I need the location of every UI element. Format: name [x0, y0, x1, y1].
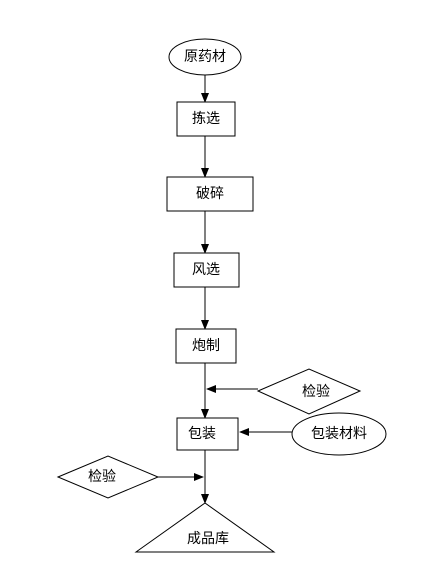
node-inspect-2: 检验 — [56, 455, 160, 499]
node-process: 炮制 — [175, 328, 237, 364]
node-warehouse: 成品库 — [134, 502, 276, 553]
node-winnow-box — [173, 252, 240, 288]
node-warehouse-triangle — [134, 502, 276, 553]
node-winnow: 风选 — [173, 252, 240, 288]
node-inspect-1-label: 检验 — [302, 384, 330, 400]
node-process-label: 炮制 — [192, 338, 220, 354]
node-package-box — [176, 417, 239, 451]
node-inspect-2-label: 检验 — [88, 469, 116, 485]
node-pick-box — [176, 101, 236, 137]
node-package-label: 包装 — [188, 426, 216, 442]
node-crush-box — [166, 176, 254, 212]
node-pick: 拣选 — [176, 101, 236, 137]
node-warehouse-label: 成品库 — [187, 531, 229, 547]
node-packaging-material-ellipse — [291, 412, 387, 456]
node-process-box — [175, 328, 237, 364]
node-packaging-material: 包装材料 — [291, 412, 387, 456]
node-raw-material-ellipse — [168, 38, 242, 76]
node-crush-label: 破碎 — [196, 186, 224, 202]
node-inspect-1: 检验 — [256, 368, 362, 415]
node-packaging-material-label: 包装材料 — [311, 426, 367, 442]
node-raw-material-label: 原药材 — [184, 49, 226, 65]
node-raw-material: 原药材 — [168, 38, 242, 76]
node-inspect-1-diamond — [256, 368, 362, 415]
node-crush: 破碎 — [166, 176, 254, 212]
node-pick-label: 拣选 — [192, 111, 220, 127]
node-inspect-2-diamond — [56, 455, 160, 499]
node-winnow-label: 风选 — [192, 262, 220, 278]
edges — [158, 75, 292, 504]
node-package: 包装 — [176, 417, 239, 451]
